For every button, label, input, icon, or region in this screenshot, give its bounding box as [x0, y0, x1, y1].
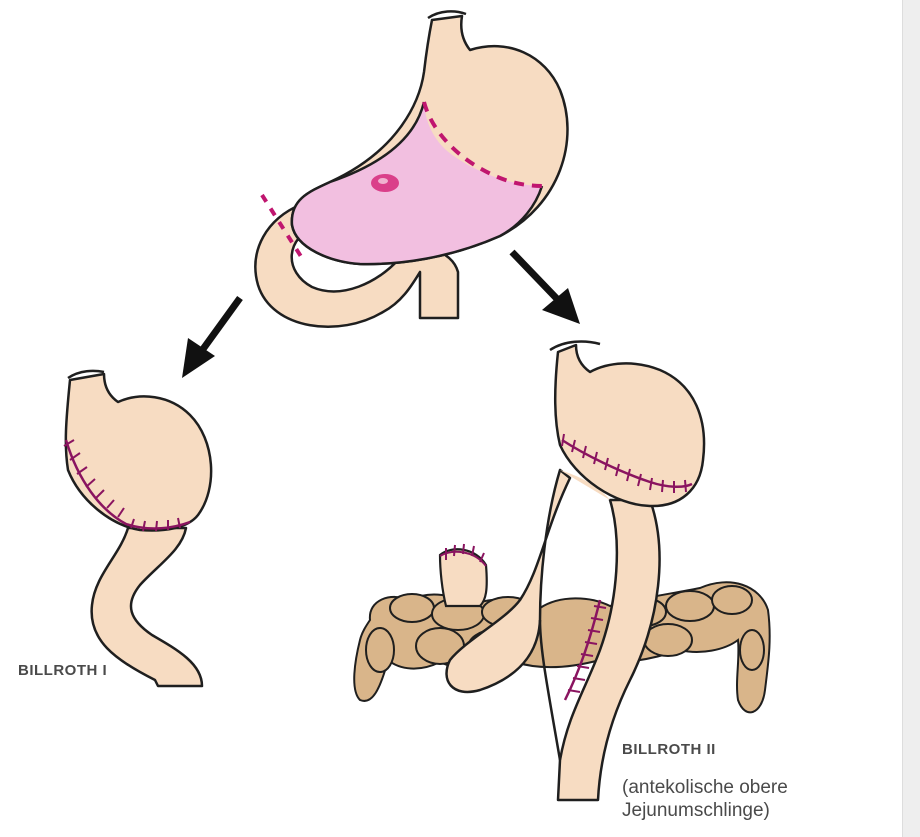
- stomach-preop: [255, 11, 567, 326]
- billroth1-duodenum: [92, 528, 202, 686]
- billroth1-figure: [64, 371, 211, 686]
- right-edge-panel: [902, 0, 920, 837]
- billroth2-stomach-remnant: [555, 345, 704, 506]
- billroth2-figure: [354, 342, 769, 800]
- arrow-right: [512, 252, 580, 324]
- transverse-colon: [354, 582, 769, 712]
- arrow-left: [182, 298, 240, 378]
- billroth1-stomach-remnant: [66, 374, 211, 530]
- billroth1-label: Billroth I: [18, 662, 107, 679]
- duodenal-stump: [440, 549, 487, 606]
- billroth2-note-line1: (antekolische obere: [622, 778, 788, 798]
- billroth2-label: Billroth II: [622, 741, 716, 758]
- billroth2-note-line2: Jejunumschlinge): [622, 801, 770, 821]
